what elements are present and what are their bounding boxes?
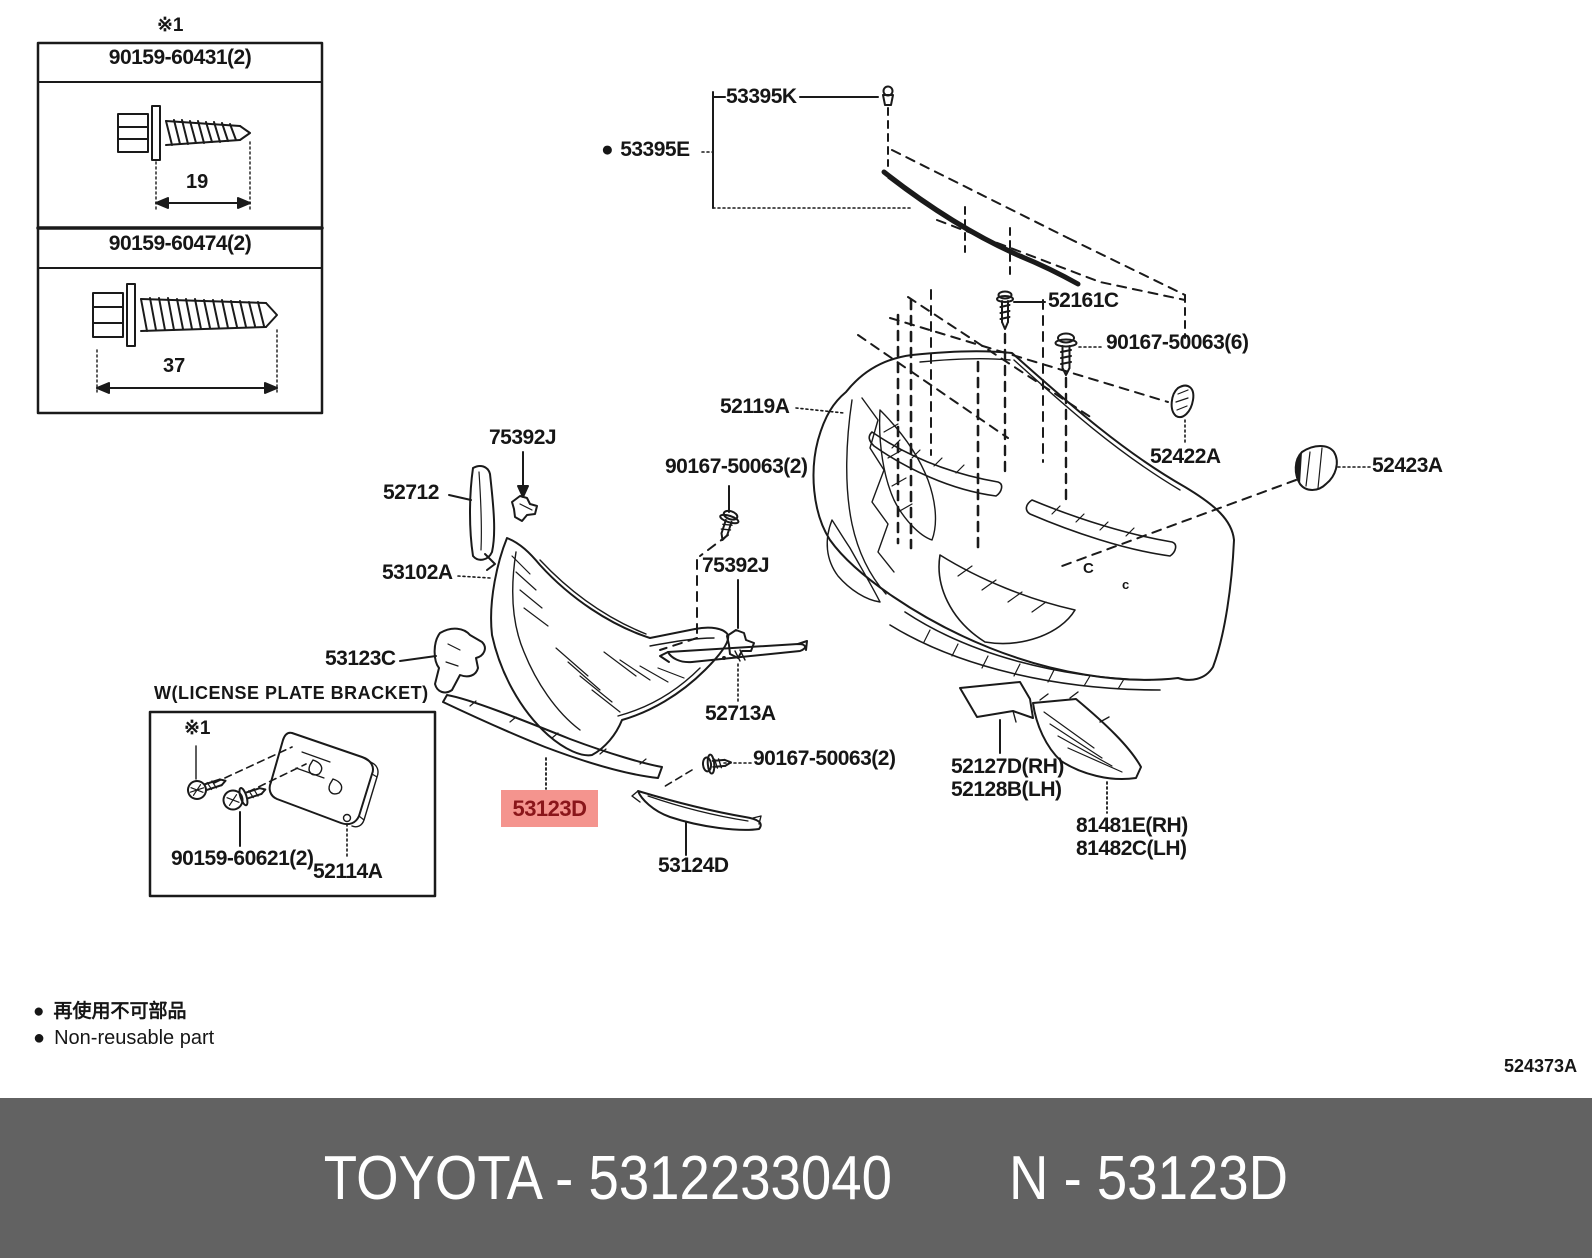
part-callout-52422a[interactable]: 52422A <box>1150 445 1221 468</box>
part-callout-52119a[interactable]: 52119A <box>720 395 790 418</box>
license-box-ref-mark: ※1 <box>184 718 211 739</box>
note-en: ● Non-reusable part <box>33 1028 214 1048</box>
part-callout-53395k[interactable]: 53395K <box>726 85 797 108</box>
screw-90167-2-lower-drawing <box>701 753 732 775</box>
part-callout-52128b[interactable]: 52128B(LH) <box>951 778 1062 801</box>
part-callout-81481e[interactable]: 81481E(RH) <box>1076 814 1188 837</box>
screw-90167-2-upper-drawing <box>719 509 740 541</box>
screw-90167-6-drawing <box>1054 332 1078 376</box>
part-callout-53102a[interactable]: 53102A <box>382 561 453 584</box>
part-callout-53123c[interactable]: 53123C <box>325 647 396 670</box>
screw-52161c-drawing <box>996 290 1014 330</box>
part-callout-52713a[interactable]: 52713A <box>705 702 776 725</box>
clip-52422a-drawing <box>1170 384 1195 445</box>
non-reusable-bullet-icon: ● <box>33 1001 45 1022</box>
screw-37-drawing <box>92 283 278 395</box>
license-box-title: W(LICENSE PLATE BRACKET) <box>154 683 429 703</box>
part-callout-53124d[interactable]: 53124D <box>658 854 729 877</box>
hardware-box-ref-mark: ※1 <box>157 15 184 36</box>
corner-53123c-drawing <box>399 627 486 694</box>
trim-52712-drawing <box>448 465 496 571</box>
part-callout-53123d-label: 53123D <box>512 795 587 821</box>
trim-52713a-drawing <box>659 640 808 703</box>
clip-75392j-upper-drawing <box>511 451 538 522</box>
note-en-text: Non-reusable part <box>54 1027 215 1049</box>
fog-bezel-drawing <box>1032 691 1142 814</box>
part-callout-52423a[interactable]: 52423A <box>1372 454 1443 477</box>
part-callout-52161c[interactable]: 52161C <box>1048 289 1119 312</box>
footer-brand-part-number: TOYOTA - 5312233040 <box>323 1143 892 1213</box>
fog-cover-drawing <box>959 681 1034 754</box>
molding-53123d-drawing <box>442 694 663 790</box>
part-callout-53123d-selected[interactable]: 53123D <box>501 790 598 827</box>
grille-drawing <box>490 537 730 757</box>
clip-52423a-drawing <box>1294 445 1372 491</box>
diagram-code: 524373A <box>1504 1056 1578 1076</box>
part-callout-90167-50063-2-upper[interactable]: 90167-50063(2) <box>665 455 808 478</box>
part-callout-75392j-lower[interactable]: 75392J <box>702 554 770 577</box>
footer-part-bar: TOYOTA - 5312233040 N - 53123D <box>0 1098 1592 1258</box>
surface-mark-c-large: C <box>1083 560 1094 577</box>
license-screw-1-drawing <box>187 778 227 800</box>
part-callout-75392j-upper[interactable]: 75392J <box>489 426 557 449</box>
part-callout-90159-60431[interactable]: 90159-60431(2) <box>108 46 252 69</box>
screw-19-drawing <box>117 105 251 210</box>
seal-assembly-drawing <box>701 85 1186 339</box>
part-callout-90167-50063-2-lower[interactable]: 90167-50063(2) <box>753 747 896 770</box>
part-callout-52127d[interactable]: 52127D(RH) <box>951 755 1064 778</box>
footer-ncode: N - 53123D <box>1009 1143 1289 1213</box>
note-jp: ● 再使用不可部品 <box>33 1002 187 1021</box>
part-callout-81482c[interactable]: 81482C(LH) <box>1076 837 1187 860</box>
part-callout-53395e-label: 53395E <box>620 138 690 161</box>
dimension-37: 37 <box>163 355 186 377</box>
non-reusable-bullet-icon: ● <box>601 138 614 161</box>
clip-75392j-lower-drawing <box>726 579 755 662</box>
part-callout-52114a[interactable]: 52114A <box>313 860 383 883</box>
surface-mark-c-small: c <box>1122 577 1130 592</box>
license-bracket-drawing <box>213 731 379 859</box>
hardware-box-frame <box>36 41 324 415</box>
molding-53124d-drawing <box>631 790 762 856</box>
part-callout-53395e[interactable]: ● 53395E <box>601 139 690 160</box>
note-jp-text: 再使用不可部品 <box>53 1001 187 1022</box>
part-callout-90159-60621[interactable]: 90159-60621(2) <box>171 847 314 870</box>
part-callout-90167-50063-6[interactable]: 90167-50063(6) <box>1106 331 1249 354</box>
part-callout-52712[interactable]: 52712 <box>383 481 439 504</box>
dimension-19: 19 <box>186 171 209 193</box>
license-box-frame <box>148 710 437 898</box>
bumper-cover-drawing <box>812 350 1235 691</box>
part-callout-90159-60474[interactable]: 90159-60474(2) <box>108 232 252 255</box>
non-reusable-bullet-icon: ● <box>33 1027 46 1049</box>
